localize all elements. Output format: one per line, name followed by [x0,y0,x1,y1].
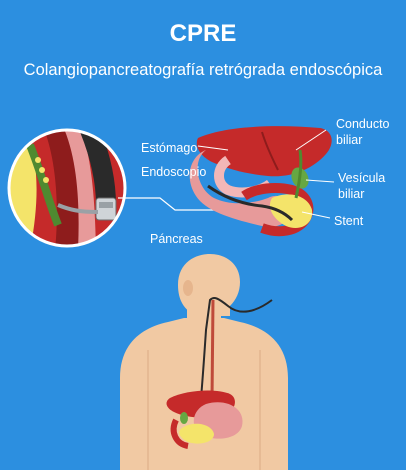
label-vesicula-line2: biliar [338,187,365,201]
human-body [120,254,288,470]
label-estomago: Estómago [141,141,198,155]
label-pancreas: Páncreas [150,232,203,246]
label-vesicula-line1: Vesícula [338,171,386,185]
page-title: CPRE [169,20,237,47]
connector-line [118,197,245,211]
magnified-view [7,128,127,248]
label-conducto-line1: Conducto [336,117,390,131]
leader-lines [197,129,335,219]
page-subtitle: Colangiopancreatografía retrógrada endos… [23,61,383,79]
label-stent: Stent [334,214,364,228]
organ-diagram [189,126,332,237]
label-vesicula-biliar: Vesícula biliar [338,170,385,202]
label-conducto-line2: biliar [336,133,363,147]
label-endoscopio: Endoscopio [141,165,207,179]
label-conducto-biliar: Conducto biliar [336,116,390,148]
